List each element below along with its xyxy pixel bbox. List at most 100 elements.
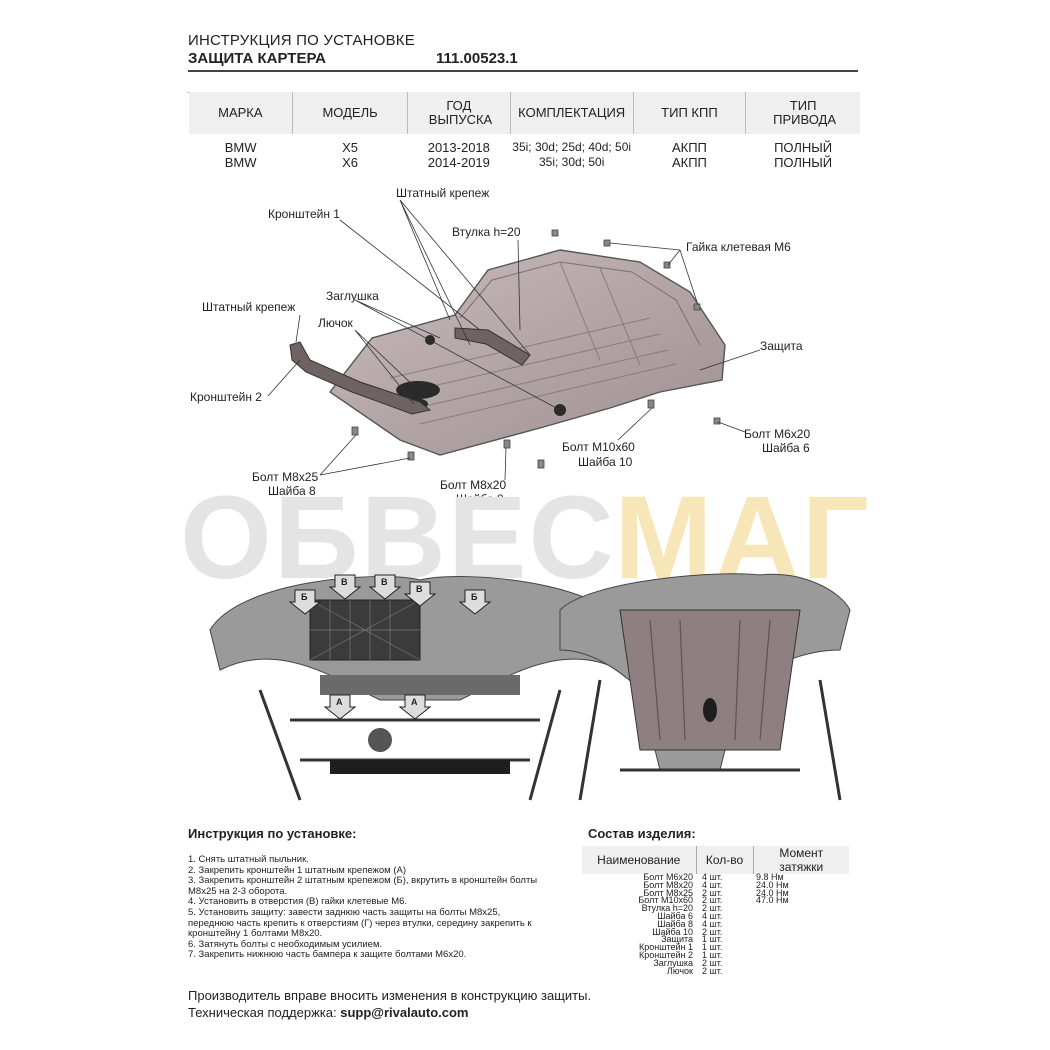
item-torque: 24.0 Нм [756,887,789,898]
disclaimer: Производитель вправе вносить изменения в… [188,988,592,1003]
item-qty: 2 шт. [702,965,723,976]
item-torque [753,952,849,960]
item-torque [753,929,849,937]
instruction-step: кронштейну 1 болтами М8х20. [188,928,323,940]
spec-cell: BMW [187,134,293,155]
instruction-step: переднюю часть крепить к отверстиям (Г) … [188,917,532,929]
instruction-step: М8х25 на 2-3 оборота. [188,885,288,897]
item-qty: 2 шт. [702,957,723,968]
item-name: Болт М8х20 [643,879,693,890]
spec-cell: X6 [292,155,408,170]
product-code: 111.00523.1 [436,50,518,67]
item-name: Втулка h=20 [641,903,693,914]
composition-row: Лючок 2 шт. [582,965,849,976]
spec-cell: 35i; 30d; 50i [509,155,634,170]
item-qty: 1 шт. [702,934,723,945]
instruction-step: 4. Установить в отверстия (В) гайки клет… [188,896,408,908]
label-standard-fasteners-left: Штатный крепеж [202,300,296,314]
label-bushing: Втулка h=20 [452,225,521,239]
item-name: Лючок [666,965,693,976]
item-torque [753,936,849,944]
item-torque: 24.0 Нм [756,879,789,890]
spec-cell: АКПП [632,134,746,155]
item-qty: 1 шт. [702,949,723,960]
item-name: Болт М8х25 [643,887,693,898]
label-hatch: Лючок [318,316,353,330]
label-washer-6: Шайба 6 [762,441,810,455]
item-torque [753,960,849,968]
instruction-step: 2. Закрепить кронштейн 1 штатным крепежо… [188,864,406,876]
spec-col-year: ГОД ВЫПУСКА [406,92,511,134]
item-name: Болт М10х60 [638,895,693,906]
spec-cell: 2013-2018 [406,134,511,155]
item-name: Заглушка [653,957,693,968]
vehicle-spec-table: МАРКА МОДЕЛЬ ГОД ВЫПУСКА КОМПЛЕКТАЦИЯ ТИ… [187,92,860,170]
spec-col-make: МАРКА [188,92,293,134]
spec-cell: BMW [187,155,293,170]
label-bolt-m10: Болт М10х60 [562,440,635,454]
spec-col-trim: КОМПЛЕКТАЦИЯ [509,92,634,134]
composition-row: Болт М10х60 2 шт. 47.0 Нм [582,895,849,906]
label-bolt-m8x20: Болт М8х20 [440,478,507,492]
label-washer-10: Шайба 10 [578,455,633,469]
support-label: Техническая поддержка: [188,1005,337,1020]
label-cage-nut: Гайка клетевая М6 [686,240,791,254]
photo-marker: Б [301,592,308,602]
item-name: Шайба 10 [652,926,693,937]
label-washer-8-a: Шайба 8 [268,484,316,498]
item-name: Защита [661,934,693,945]
spec-cell: 35i; 30d; 25d; 40d; 50i [509,134,634,155]
photo-marker: А [411,697,418,707]
spec-col-gearbox: ТИП КПП [632,92,746,134]
composition-row: Кронштейн 1 1 шт. [582,942,849,953]
item-name: Шайба 6 [657,910,693,921]
label-plug: Заглушка [326,289,379,303]
composition-row: Шайба 6 4 шт. [582,910,849,921]
bracket-1-shape [454,327,531,366]
label-protection: Защита [760,339,803,353]
watermark: ОБВЕСМАГ [180,472,871,604]
label-bracket-2: Кронштейн 2 [190,390,262,404]
item-torque [753,905,849,913]
installation-photos: Б В В В Б А А [209,573,851,801]
composition-row: Защита 1 шт. [582,934,849,945]
spec-cell: 2014-2019 [406,155,511,170]
bracket-2-shape [289,341,432,415]
support-email-link[interactable]: supp@rivalauto.com [340,1005,469,1020]
composition-row: Кронштейн 2 1 шт. [582,949,849,960]
composition-col-torque: Момент затяжки [752,846,849,874]
item-name: Кронштейн 1 [639,942,693,953]
item-name: Болт М6х20 [643,872,693,882]
composition-title: Состав изделия: [588,826,696,841]
item-qty: 4 шт. [702,910,723,921]
composition-table: Наименование Кол-во Момент затяжки Болт … [582,846,849,975]
item-name: Шайба 8 [657,918,693,929]
item-torque [753,921,849,929]
composition-col-qty: Кол-во [695,846,753,874]
item-name: Кронштейн 2 [639,949,693,960]
product-title: ЗАЩИТА КАРТЕРА [188,50,326,67]
composition-header-row: Наименование Кол-во Момент затяжки [582,846,849,874]
item-torque: 47.0 Нм [756,895,789,906]
photo-marker: А [336,697,343,707]
item-torque [753,913,849,921]
spec-cell: ПОЛНЫЙ [745,155,860,170]
label-standard-fasteners-top: Штатный крепеж [396,186,490,200]
instruction-step: 7. Закрепить нижнюю часть бампера к защи… [188,949,467,961]
item-qty: 1 шт. [702,942,723,953]
label-bolt-m6: Болт М6х20 [744,427,811,441]
item-torque: 9.8 Нм [756,872,784,882]
spec-col-drive: ТИП ПРИВОДА [745,92,860,134]
item-qty: 2 шт. [702,895,723,906]
item-torque [753,944,849,952]
header-rule [188,70,858,72]
instruction-step: 6. Затянуть болты с необходимым усилием. [188,938,383,950]
instructions-list: 1. Снять штатный пыльник. 2. Закрепить к… [188,854,568,961]
spec-header-row: МАРКА МОДЕЛЬ ГОД ВЫПУСКА КОМПЛЕКТАЦИЯ ТИ… [188,92,860,134]
instruction-step: 5. Установить защиту: завести заднюю час… [188,906,501,918]
